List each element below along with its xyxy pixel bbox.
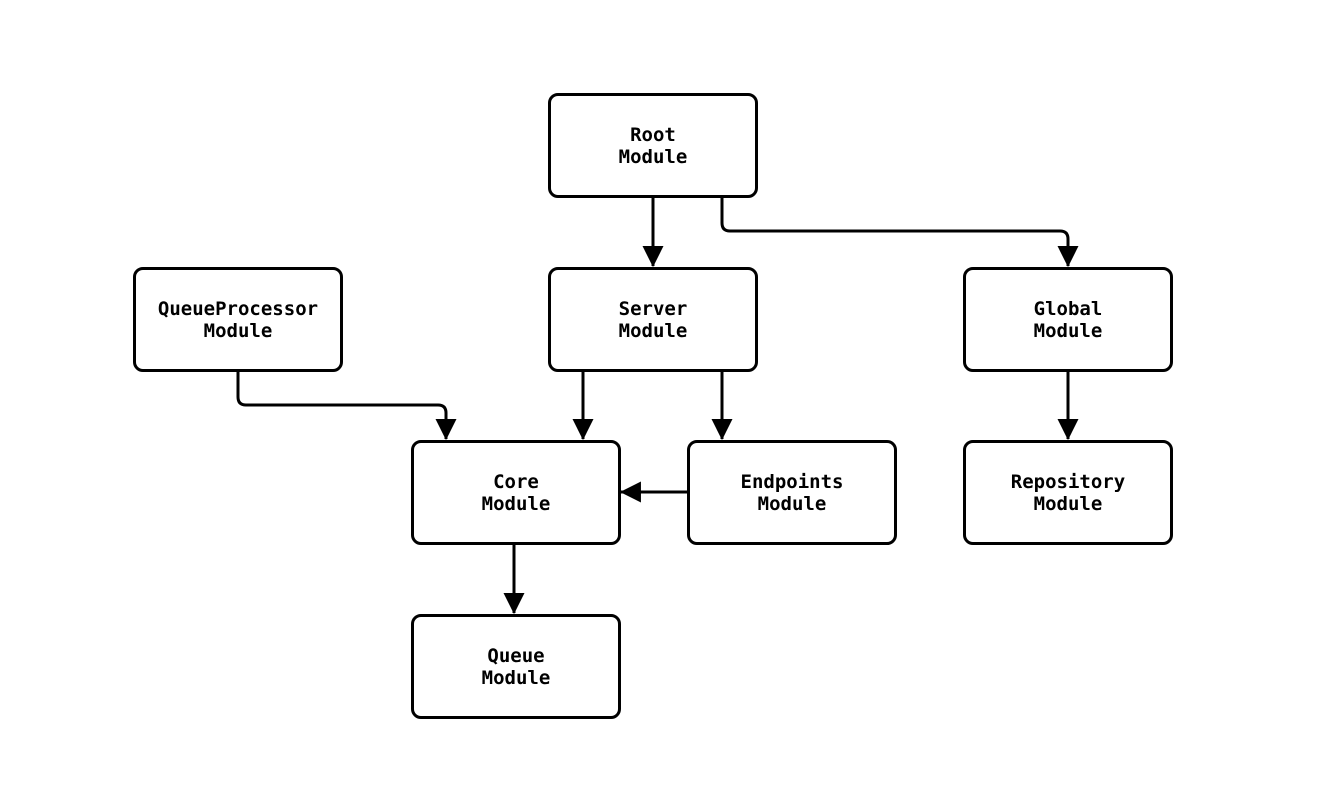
- node-label-line1: QueueProcessor: [157, 297, 319, 320]
- node-repository-module: Repository Module: [963, 440, 1173, 545]
- node-core-module: Core Module: [411, 440, 621, 545]
- node-server-module: Server Module: [548, 267, 758, 372]
- node-queue-module: Queue Module: [411, 614, 621, 719]
- edge-root-to-global: [720, 198, 1079, 268]
- node-label-line2: Module: [618, 145, 688, 168]
- node-label-line2: Module: [1033, 492, 1103, 515]
- node-label-line1: Core: [493, 470, 539, 493]
- node-label-line1: Queue: [487, 644, 545, 667]
- node-label-line2: Module: [1033, 319, 1103, 342]
- node-root-module: Root Module: [548, 93, 758, 198]
- node-endpoints-module: Endpoints Module: [687, 440, 897, 545]
- node-label-line2: Module: [618, 319, 688, 342]
- node-label-line1: Root: [630, 123, 676, 146]
- node-label-line2: Module: [757, 492, 827, 515]
- node-label-line2: Module: [481, 666, 551, 689]
- node-label-line1: Server: [618, 297, 688, 320]
- node-label-line2: Module: [481, 492, 551, 515]
- node-queueprocessor-module: QueueProcessor Module: [133, 267, 343, 372]
- node-global-module: Global Module: [963, 267, 1173, 372]
- node-label-line1: Global: [1033, 297, 1103, 320]
- edge-queueprocessor-to-core: [236, 372, 457, 441]
- node-label-line1: Endpoints: [740, 470, 844, 493]
- node-label-line1: Repository: [1010, 470, 1126, 493]
- node-label-line2: Module: [203, 319, 273, 342]
